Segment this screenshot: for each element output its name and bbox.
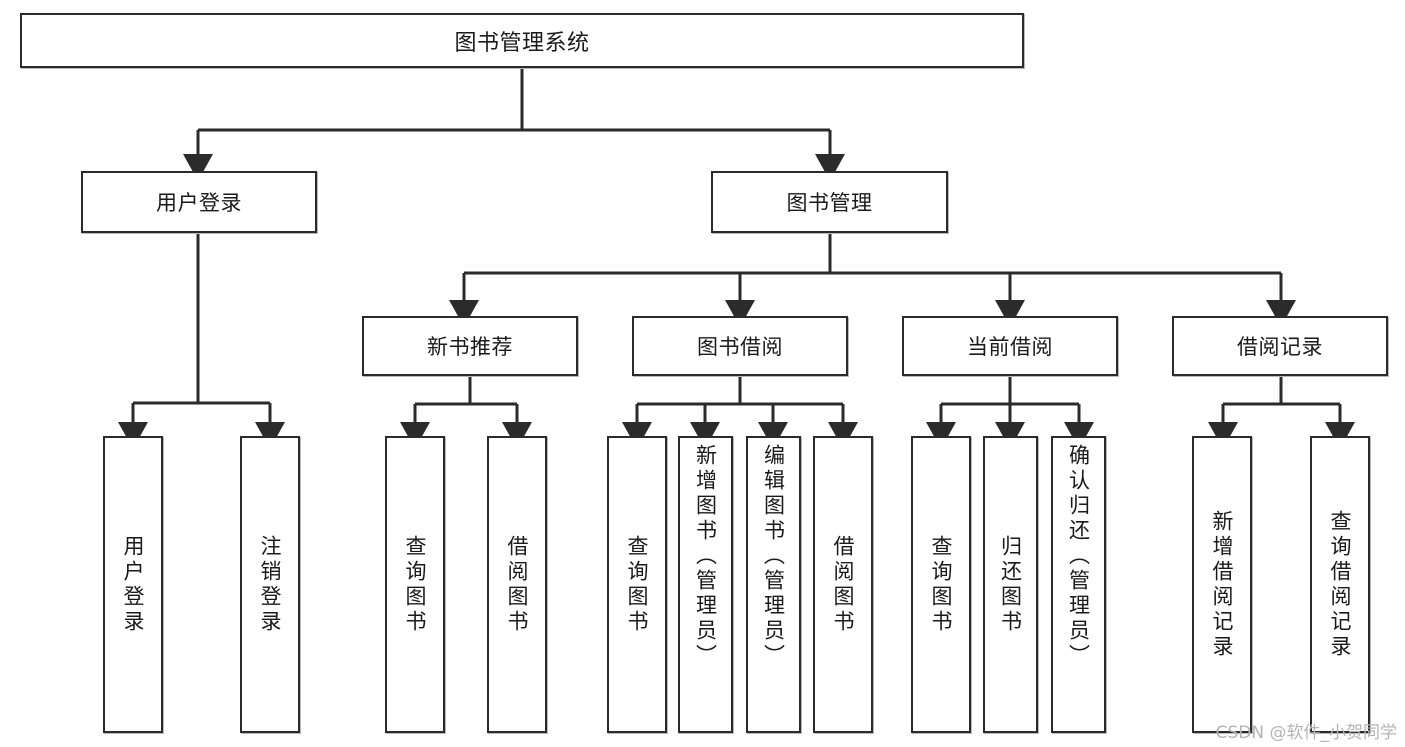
- node-borrow-record[interactable]: 借阅记录: [1172, 316, 1388, 376]
- leaf-borrow-record-add-record[interactable]: 新增借阅记录: [1192, 436, 1252, 733]
- node-label: 查询图书: [403, 534, 428, 635]
- node-label: 当前借阅: [967, 335, 1053, 359]
- node-label: 用户登录: [121, 534, 146, 635]
- node-label: 用户登录: [156, 191, 242, 215]
- leaf-new-book-borrow-book[interactable]: 借阅图书: [487, 436, 547, 733]
- node-label: 查询图书: [929, 534, 954, 635]
- node-label: 图书管理系统: [454, 30, 590, 56]
- node-label: 新增借阅记录: [1210, 509, 1235, 660]
- node-label: 新书推荐: [427, 335, 513, 359]
- node-label: 新增图书（管理员）: [693, 444, 718, 669]
- leaf-current-borrow-query-book[interactable]: 查询图书: [911, 436, 971, 733]
- node-label: 注销登录: [258, 534, 283, 635]
- node-label: 查询借阅记录: [1328, 509, 1353, 660]
- leaf-new-book-query-book[interactable]: 查询图书: [385, 436, 445, 733]
- csdn-watermark: CSDN @软件_小贺同学: [1215, 723, 1397, 743]
- node-label: 归还图书: [998, 534, 1023, 635]
- leaf-current-borrow-return-book[interactable]: 归还图书: [983, 436, 1038, 733]
- node-label: 借阅记录: [1237, 335, 1323, 359]
- leaf-book-borrow-borrow-book[interactable]: 借阅图书: [813, 436, 873, 733]
- node-label: 确认归还（管理员）: [1066, 444, 1091, 669]
- leaf-book-borrow-edit-book-admin[interactable]: 编辑图书（管理员）: [746, 436, 801, 733]
- node-label: 编辑图书（管理员）: [761, 444, 786, 669]
- node-label: 借阅图书: [505, 534, 530, 635]
- leaf-user-login-logout[interactable]: 注销登录: [240, 436, 300, 733]
- node-book-management[interactable]: 图书管理: [711, 171, 948, 233]
- node-new-book-recommend[interactable]: 新书推荐: [362, 316, 578, 376]
- node-label: 图书借阅: [697, 335, 783, 359]
- node-book-borrow[interactable]: 图书借阅: [632, 316, 848, 376]
- node-user-login[interactable]: 用户登录: [81, 171, 317, 233]
- node-label: 查询图书: [625, 534, 650, 635]
- leaf-book-borrow-query-book[interactable]: 查询图书: [607, 436, 667, 733]
- leaf-book-borrow-add-book-admin[interactable]: 新增图书（管理员）: [678, 436, 733, 733]
- leaf-current-borrow-confirm-return-admin[interactable]: 确认归还（管理员）: [1051, 436, 1106, 733]
- node-label: 借阅图书: [831, 534, 856, 635]
- node-label: 图书管理: [786, 191, 873, 215]
- node-current-borrow[interactable]: 当前借阅: [902, 316, 1118, 376]
- leaf-user-login-login[interactable]: 用户登录: [103, 436, 163, 733]
- node-root-book-management-system[interactable]: 图书管理系统: [20, 13, 1024, 68]
- leaf-borrow-record-query-record[interactable]: 查询借阅记录: [1310, 436, 1370, 733]
